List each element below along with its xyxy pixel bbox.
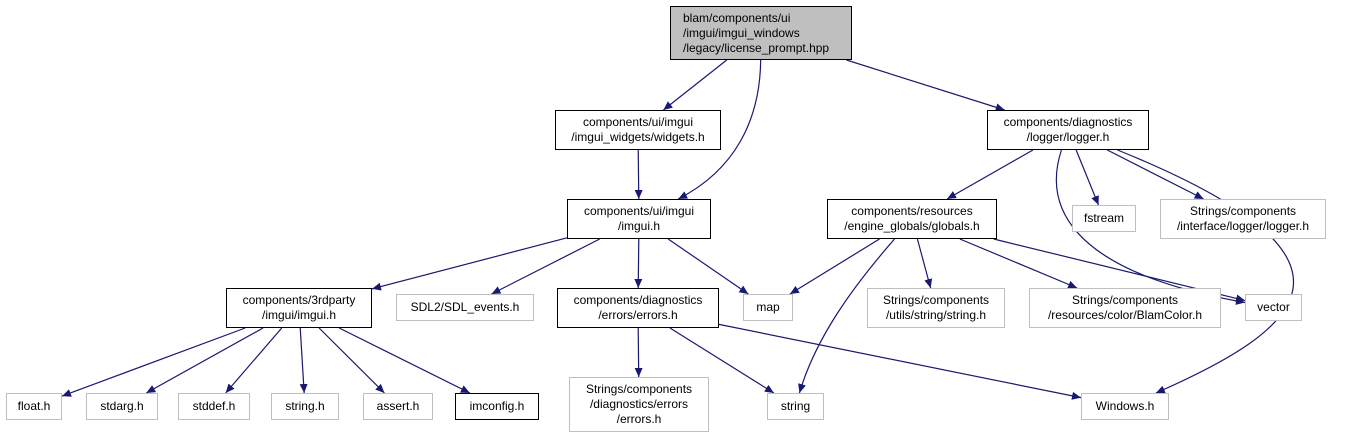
edge-thirdparty_imgui-to-string_h — [299, 327, 308, 394]
node-vector: vector — [1245, 294, 1302, 321]
node-label-line: Strings/components — [1071, 293, 1179, 307]
node-label-line: /imgui/imgui_windows — [683, 25, 800, 40]
edge-logger-to-fstream — [1075, 149, 1100, 206]
edge-thirdparty_imgui-to-assert_h — [318, 327, 385, 394]
edge-thirdparty_imgui-to-stdarg_h — [145, 327, 264, 394]
node-label-line: string — [780, 399, 811, 413]
node-label-line: float.h — [17, 399, 51, 413]
node-errors-h[interactable]: components/diagnostics /errors/errors.h — [557, 288, 719, 328]
node-label-line: /legacy/license_prompt.hpp — [683, 40, 830, 55]
edge-logger-to-strings_logger — [1107, 149, 1204, 200]
node-label-line: fstream — [1083, 211, 1124, 225]
node-imgui-h[interactable]: components/ui/imgui /imgui.h — [567, 199, 711, 239]
edge-globals-to-blamcolor — [959, 238, 1078, 289]
node-label-line: Strings/components — [585, 382, 693, 396]
node-map: map — [743, 294, 793, 321]
edge-errors-to-strings_errors — [634, 327, 643, 378]
node-stddef-h: stddef.h — [178, 393, 250, 420]
node-label-line: blam/components/ui — [683, 10, 791, 25]
edge-thirdparty_imgui-to-float_h — [61, 327, 246, 397]
node-float-h: float.h — [6, 393, 62, 420]
edge-globals-to-string — [798, 238, 895, 394]
edge-root-to-imgui_h — [677, 59, 762, 200]
node-root-license-prompt: blam/components/ui /imgui/imgui_windows … — [670, 6, 852, 60]
node-string: string — [767, 393, 824, 420]
node-blamcolor-h: Strings/components /resources/color/Blam… — [1029, 288, 1221, 328]
node-label-line: vector — [1257, 300, 1290, 314]
node-stdarg-h: stdarg.h — [86, 393, 158, 420]
node-imconfig-h[interactable]: imconfig.h — [455, 393, 539, 420]
node-label-line: /diagnostics/errors — [589, 397, 689, 411]
node-label-line: /errors.h — [616, 412, 662, 426]
node-3rdparty-imgui-h[interactable]: components/3rdparty /imgui/imgui.h — [226, 288, 372, 328]
node-sdl-events-h: SDL2/SDL_events.h — [396, 294, 534, 321]
node-label-line: Strings/components — [1189, 204, 1297, 218]
node-label-line: assert.h — [376, 399, 420, 413]
node-strings-errors-h: Strings/components /diagnostics/errors /… — [569, 377, 709, 432]
node-windows-h: Windows.h — [1081, 393, 1169, 420]
edge-root-to-logger — [846, 59, 1005, 112]
node-label-line: /imgui/imgui.h — [261, 308, 337, 322]
edge-globals-to-map — [789, 238, 880, 295]
node-label-line: /engine_globals/globals.h — [844, 219, 980, 233]
edge-imgui_h-to-map — [667, 238, 749, 295]
node-label-line: SDL2/SDL_events.h — [410, 300, 520, 314]
node-label-line: /imgui_widgets/widgets.h — [571, 130, 705, 144]
edge-root-to-widgets — [662, 59, 728, 111]
edge-errors-to-windows_h — [718, 323, 1082, 400]
edge-thirdparty_imgui-to-imconfig_h — [338, 327, 471, 394]
node-label-line: components/resources — [851, 204, 973, 218]
node-widgets-h[interactable]: components/ui/imgui /imgui_widgets/widge… — [555, 110, 721, 150]
edge-logger-to-globals — [946, 149, 1034, 200]
node-logger-h[interactable]: components/diagnostics /logger/logger.h — [987, 110, 1149, 150]
edge-errors-to-string — [669, 327, 775, 394]
node-label-line: /interface/logger/logger.h — [1176, 219, 1310, 233]
node-label-line: Windows.h — [1095, 399, 1155, 413]
node-label-line: stddef.h — [192, 399, 236, 413]
node-label-line: components/ui/imgui — [582, 115, 694, 129]
node-label-line: /errors/errors.h — [598, 308, 678, 322]
node-globals-h[interactable]: components/resources /engine_globals/glo… — [827, 199, 997, 239]
node-label-line: components/diagnostics — [1003, 115, 1133, 129]
edge-imgui_h-to-errors — [634, 238, 643, 289]
node-label-line: stdarg.h — [100, 399, 144, 413]
edge-widgets-to-imgui_h — [634, 149, 643, 200]
edge-logger-to-windows_h — [1117, 149, 1295, 394]
node-label-line: imconfig.h — [469, 399, 525, 413]
node-label-line: components/ui/imgui — [583, 204, 695, 218]
node-label-line: /resources/color/BlamColor.h — [1047, 308, 1203, 322]
node-label-line: /imgui.h — [617, 219, 661, 233]
node-label-line: map — [756, 300, 780, 314]
node-strings-utils-string-h: Strings/components /utils/string/string.… — [867, 288, 1005, 328]
node-fstream: fstream — [1072, 205, 1136, 232]
node-strings-logger-h: Strings/components /interface/logger/log… — [1160, 199, 1326, 239]
node-label-line: string.h — [285, 399, 325, 413]
edge-globals-to-strings_utils — [916, 238, 933, 289]
node-label-line: components/diagnostics — [573, 293, 703, 307]
edge-imgui_h-to-thirdparty_imgui — [371, 237, 568, 291]
edge-thirdparty_imgui-to-stddef_h — [225, 327, 283, 394]
node-label-line: Strings/components — [882, 293, 990, 307]
node-string-h: string.h — [271, 393, 339, 420]
edge-imgui_h-to-sdl_events — [491, 238, 600, 295]
node-label-line: /logger/logger.h — [1026, 130, 1110, 144]
node-assert-h: assert.h — [363, 393, 433, 420]
node-label-line: components/3rdparty — [242, 293, 356, 307]
node-label-line: /utils/string/string.h — [885, 308, 987, 322]
